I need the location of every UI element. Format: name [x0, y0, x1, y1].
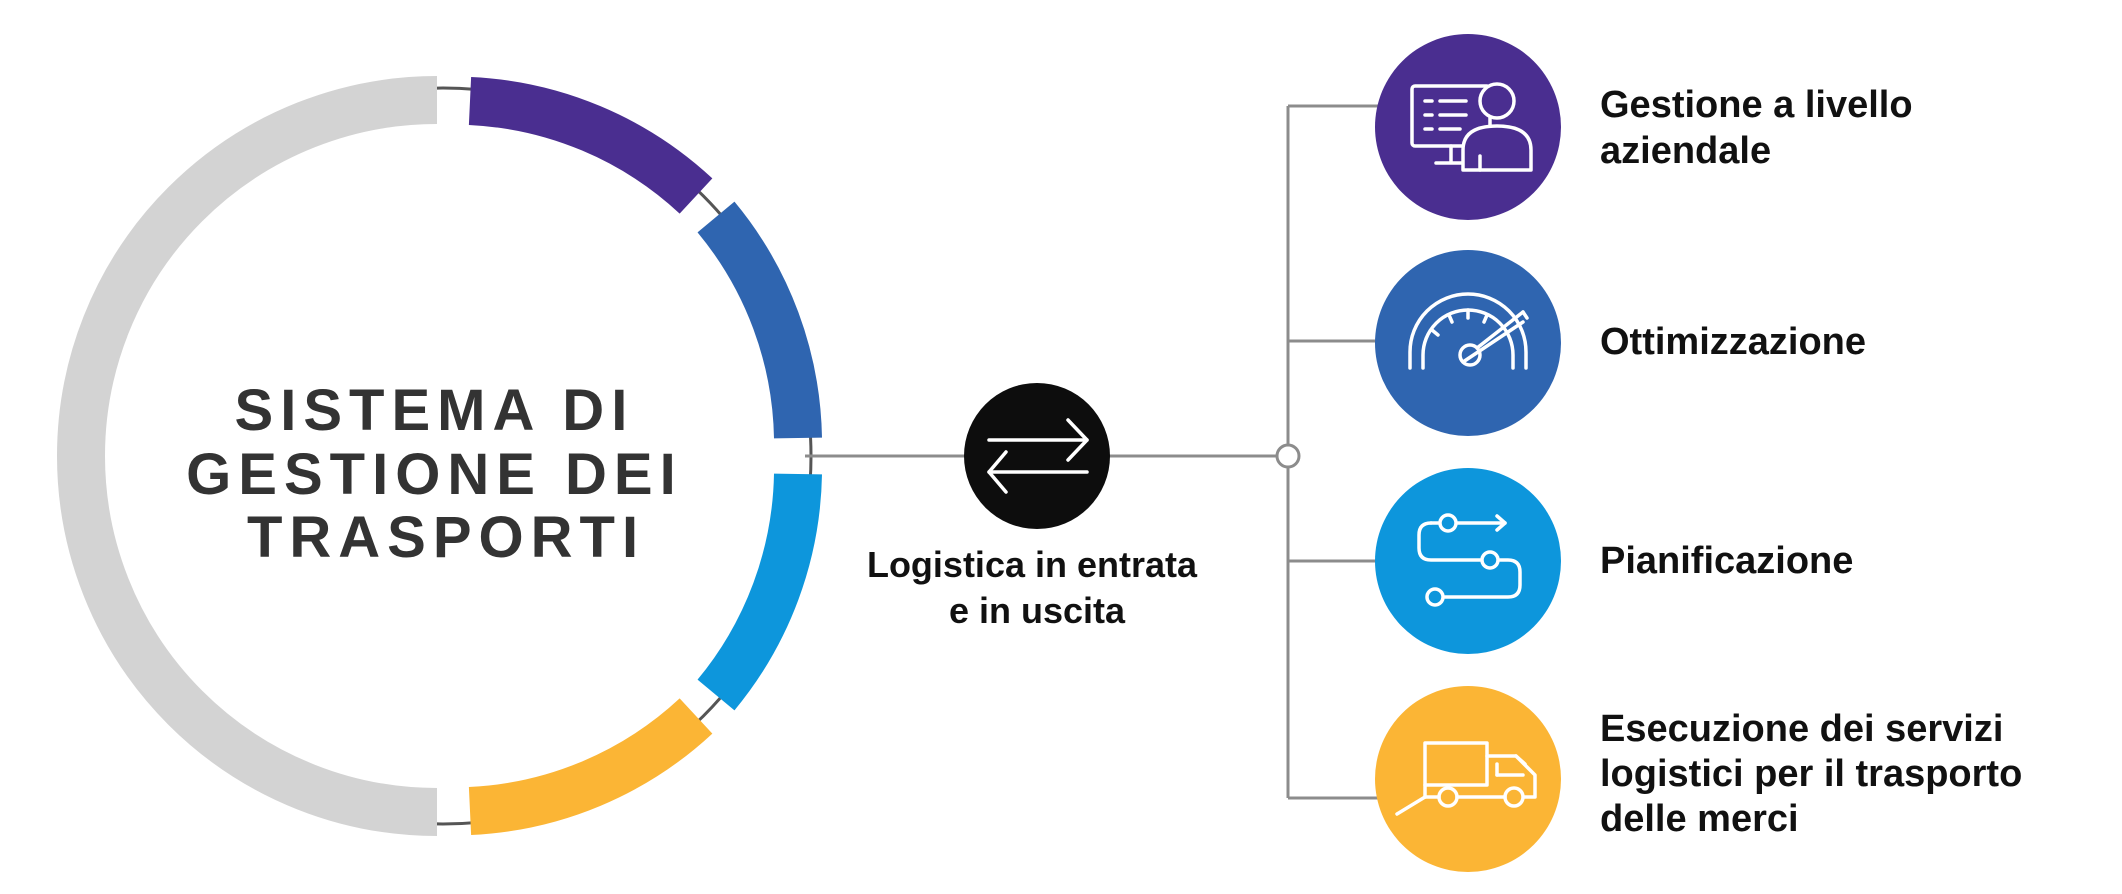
ring-purple-segment: [468, 77, 713, 214]
item-enterprise-label: Gestione a livello aziendale: [1600, 84, 1923, 172]
ring-lightblue-segment: [697, 473, 822, 711]
main-ring: [57, 76, 822, 836]
item-execution-label-line-2: logistici per il trasporto: [1600, 753, 2022, 795]
item-execution-label-line-3: delle merci: [1600, 798, 1799, 840]
title-line-1: SISTEMA DI: [235, 378, 635, 443]
item-optimization-label-line-1: Ottimizzazione: [1600, 321, 1866, 363]
connector-label-line-1: Logistica in entrata: [867, 544, 1198, 585]
item-planning-label-line-1: Pianificazione: [1600, 540, 1853, 582]
exchange-arrows-icon: [987, 418, 1089, 494]
item-planning: Pianificazione: [1375, 468, 1853, 654]
item-enterprise: Gestione a livello aziendale: [1375, 34, 1923, 220]
item-enterprise-label-line-2: aziendale: [1600, 130, 1771, 172]
connector-label: Logistica in entrata e in uscita: [867, 544, 1207, 631]
item-enterprise-label-line-1: Gestione a livello: [1600, 84, 1913, 126]
delivery-truck-icon: [1395, 741, 1537, 816]
item-enterprise-circle: [1375, 34, 1561, 220]
item-optimization-circle: [1375, 250, 1561, 436]
title-line-2: GESTIONE DEI: [186, 442, 683, 507]
hub-node: [1275, 443, 1301, 469]
diagram-title: SISTEMA DI GESTIONE DEI TRASPORTI: [186, 378, 706, 570]
title-line-3: TRASPORTI: [247, 505, 645, 570]
speedometer-icon: [1408, 292, 1529, 370]
item-execution-circle: [1375, 686, 1561, 872]
connector-badge: [964, 383, 1110, 529]
ring-blue-segment: [697, 201, 822, 439]
item-execution-label-line-1: Esecuzione dei servizi: [1600, 708, 2003, 750]
item-execution-label: Esecuzione dei servizi logistici per il …: [1600, 708, 2033, 840]
connector-circle: [964, 383, 1110, 529]
ring-yellow-segment: [468, 698, 713, 835]
item-execution: Esecuzione dei servizi logistici per il …: [1375, 686, 2033, 872]
item-optimization: Ottimizzazione: [1375, 250, 1866, 436]
ring-gray-segment: [57, 76, 438, 836]
item-planning-label: Pianificazione: [1600, 540, 1853, 582]
enterprise-user-icon: [1410, 82, 1533, 172]
item-optimization-label: Ottimizzazione: [1600, 321, 1866, 363]
connector-label-line-2: e in uscita: [949, 590, 1126, 631]
route-planning-icon: [1417, 513, 1522, 607]
